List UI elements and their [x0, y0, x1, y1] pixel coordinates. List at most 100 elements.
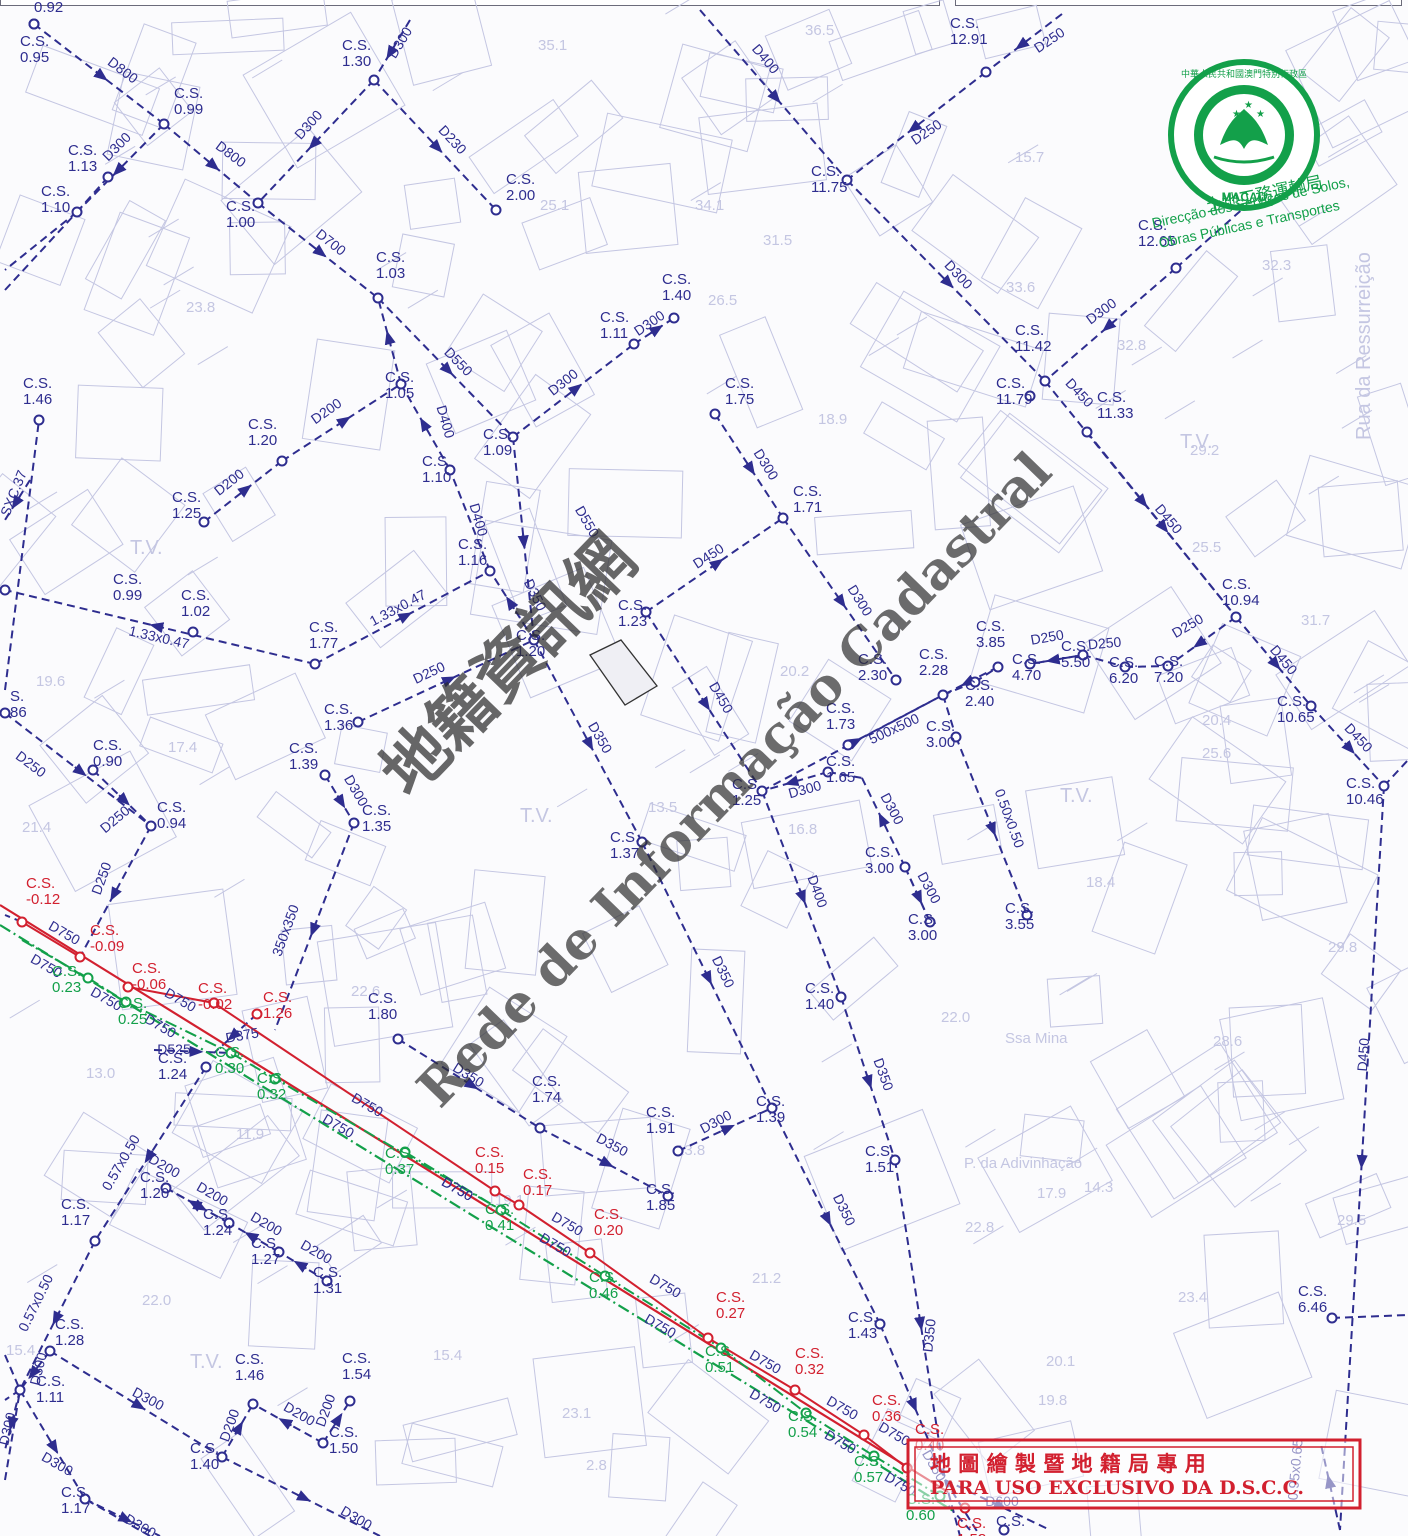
manhole-node-n385[interactable]: C.S.3.85 — [976, 618, 1005, 673]
pipe-segment-p56[interactable] — [21, 921, 81, 958]
manhole-node-n140b[interactable]: C.S.1.40 — [805, 980, 847, 1013]
manhole-node-n086[interactable]: S.86 — [0, 688, 27, 721]
manhole-node-n146b[interactable]: C.S.1.46 — [235, 1351, 264, 1410]
manhole-node-r020[interactable]: C.S.0.20 — [584, 1206, 624, 1259]
manhole-node-n1133[interactable]: C.S.11.33 — [1081, 389, 1134, 438]
sewer-pipe-segment[interactable] — [4, 1389, 21, 1481]
storm-trunk-green-line[interactable] — [0, 924, 956, 1513]
manhole-node-n100[interactable]: C.S.1.00 — [226, 197, 264, 231]
pipe-segment-p29[interactable] — [79, 825, 152, 958]
pipe-segment-p10[interactable] — [203, 460, 283, 523]
manhole-node-n1175[interactable]: C.S.11.75 — [811, 163, 853, 196]
manhole-node-r032[interactable]: C.S.0.32 — [789, 1345, 825, 1396]
pipe-segment-p71[interactable] — [720, 1347, 807, 1414]
manhole-node-n117b[interactable]: C.S.1.17 — [61, 1484, 91, 1517]
sewer-pipe-segment[interactable] — [4, 1354, 21, 1391]
manhole-node-n123[interactable]: C.S.1.23 — [618, 597, 652, 630]
manhole-node-r006[interactable]: C.S.-0.06 — [122, 960, 167, 993]
sewer-pipe-segment[interactable] — [76, 176, 109, 213]
sewer-pipe-segment[interactable] — [827, 771, 863, 779]
pipe-segment-p2[interactable] — [163, 123, 259, 204]
manhole-node-g037[interactable]: C.S.0.37 — [385, 1145, 414, 1178]
manhole-node-n1265[interactable]: C.S.12.65 — [1138, 217, 1182, 274]
manhole-node-n113[interactable]: C.S.1.13 — [68, 142, 114, 183]
manhole-node-n228[interactable]: C.S.2.28 — [919, 646, 949, 701]
manhole-node-n140a[interactable]: C.S.1.40 — [662, 271, 691, 324]
pipe-segment-p60[interactable] — [125, 1001, 232, 1054]
manhole-node-n109[interactable]: C.S.1.09 — [483, 426, 519, 459]
storm-trunk-red-line[interactable] — [0, 904, 949, 1493]
manhole-node-n154[interactable]: C.S.1.54 — [342, 1350, 371, 1407]
pipe-segment-p53[interactable] — [677, 1107, 773, 1152]
manhole-node-g032[interactable]: C.S.0.32 — [257, 1070, 286, 1103]
manhole-node-n300c[interactable]: C.S.3.00 — [908, 911, 937, 944]
manhole-node-n470[interactable]: C.S.4.70 — [1012, 651, 1041, 684]
pipe-segment-p20[interactable] — [314, 570, 491, 665]
sewer-pipe-segment[interactable] — [4, 419, 40, 691]
pipe-segment-p63[interactable] — [213, 1002, 496, 1192]
manhole-node-n136[interactable]: C.S.1.36 — [324, 701, 364, 734]
pipe-segment-p32[interactable] — [861, 777, 906, 868]
pipe-segment-p85[interactable] — [19, 1389, 86, 1500]
manhole-node-n191[interactable]: C.S.1.91 — [646, 1104, 684, 1157]
pipe-segment-p95[interactable] — [4, 479, 31, 521]
manhole-node-n131[interactable]: C.S.1.31 — [313, 1264, 342, 1297]
manhole-node-n1142[interactable]: C.S.11.42 — [1015, 322, 1051, 387]
pipe-segment-p47[interactable] — [1339, 785, 1385, 1531]
pipe-segment-p6[interactable] — [373, 79, 497, 211]
manhole-node-n110b[interactable]: C.S.1.10 — [422, 453, 456, 486]
pipe-segment-p31[interactable] — [761, 694, 944, 792]
manhole-node-r027[interactable]: C.S.0.27 — [702, 1289, 746, 1344]
manhole-node-n094[interactable]: C.S.0.94 — [145, 799, 187, 832]
manhole-node-n111[interactable]: C.S.1.11 — [600, 309, 640, 350]
pipe-segment-p58[interactable] — [87, 977, 127, 1003]
manhole-node-n230[interactable]: C.S.2.30 — [858, 651, 902, 686]
pipe-segment-p65[interactable] — [404, 1151, 502, 1211]
sewer-pipe-segment[interactable] — [1124, 665, 1169, 668]
building-footprint[interactable] — [589, 639, 658, 706]
manhole-node-g023[interactable]: C.S.0.23 — [52, 963, 94, 996]
manhole-node-n175[interactable]: C.S.1.75 — [709, 375, 755, 420]
pipe-segment-p39[interactable] — [985, 13, 1063, 73]
manhole-node-n140c[interactable]: C.S.1.40 — [190, 1440, 228, 1473]
pipe-segment-p72[interactable] — [794, 1389, 865, 1436]
sewer-pipe-segment[interactable] — [449, 469, 491, 572]
manhole-node-n146[interactable]: C.S.1.46 — [23, 375, 52, 426]
manhole-node-g054[interactable]: C.S.0.54 — [788, 1407, 817, 1441]
manhole-node-n099[interactable]: C.S.0.99 — [158, 85, 204, 130]
manhole-node-n173[interactable]: C.S.1.73 — [826, 700, 855, 751]
manhole-node-n355[interactable]: C.S.3.55 — [1005, 900, 1034, 933]
manhole-node-n150[interactable]: C.S.1.50 — [317, 1424, 359, 1457]
pipe-segment-p66[interactable] — [518, 1204, 591, 1254]
manhole-node-n117a[interactable]: C.S.1.17 — [61, 1196, 101, 1247]
manhole-node-n139a[interactable]: C.S.1.39 — [289, 740, 331, 781]
manhole-node-r036[interactable]: C.S.0.36 — [858, 1392, 902, 1441]
manhole-node-n099b[interactable]: C.S.0.99 — [0, 571, 143, 604]
manhole-node-n124b[interactable]: C.S.1.24 — [203, 1206, 235, 1239]
pipe-segment-p84[interactable] — [49, 1350, 223, 1458]
manhole-node-n128[interactable]: C.S.1.28 — [44, 1316, 85, 1357]
manhole-node-r015[interactable]: C.S.0.15 — [475, 1144, 504, 1197]
sewer-pipe-segment[interactable] — [847, 694, 944, 746]
pipe-segment-p5[interactable] — [373, 19, 411, 81]
sewer-pipe-segment[interactable] — [4, 211, 78, 271]
pipe-segment-p68[interactable] — [589, 1252, 709, 1339]
manhole-node-n111b[interactable]: C.S.1.11 — [14, 1373, 66, 1406]
manhole-node-n165[interactable]: C.S.1.65 — [822, 753, 856, 786]
manhole-node-n127[interactable]: C.S.1.27 — [251, 1235, 285, 1268]
manhole-node-n1x[interactable]: C.S. — [996, 1513, 1025, 1536]
manhole-node-n139b[interactable]: C.S.1.39 — [756, 1093, 785, 1126]
pipe-segment-p73[interactable] — [805, 1412, 875, 1457]
manhole-node-g057[interactable]: C.S.0.57 — [854, 1450, 883, 1487]
manhole-node-g025[interactable]: C.S.0.25 — [118, 995, 147, 1028]
manhole-node-n135[interactable]: C.S.1.35 — [348, 802, 392, 835]
manhole-node-n240[interactable]: C.S.2.40 — [965, 676, 994, 710]
pipe-segment-p18[interactable] — [714, 413, 784, 519]
manhole-node-n1065[interactable]: C.S.10.65 — [1277, 693, 1317, 726]
manhole-node-g030[interactable]: C.S.0.30 — [215, 1044, 244, 1077]
manhole-node-r012[interactable]: C.S.-0.12 — [16, 875, 61, 928]
pipe-segment-p38[interactable] — [699, 9, 848, 181]
pipe-segment-p12[interactable] — [400, 383, 451, 471]
manhole-node-n151[interactable]: C.S.1.51 — [865, 1143, 901, 1176]
